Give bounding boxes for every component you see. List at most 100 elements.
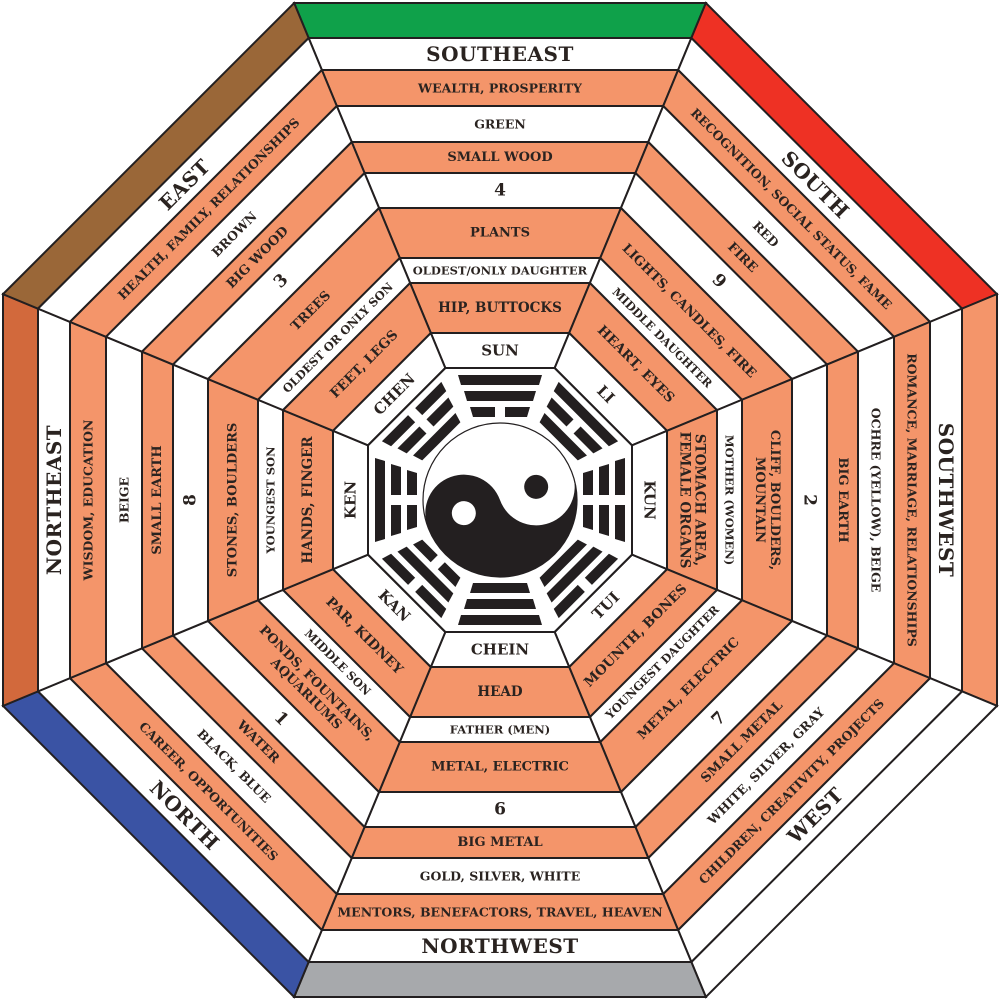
- trigram-line-broken-right: [407, 470, 417, 495]
- aspiration-label: ROMANCE, MARRIAGE, RELATIONSHIPS: [905, 353, 920, 646]
- element-label: SMALL WOOD: [447, 150, 552, 165]
- yang-dot: [451, 501, 476, 526]
- sector-east: [1, 1, 447, 447]
- trigram-line-solid: [458, 615, 542, 625]
- aspiration-label: MENTORS, BENEFACTORS, TRAVEL, HEAVEN: [337, 905, 662, 920]
- labels-northeast: NORTHEAST WISDOM, EDUCATION BEIGE SMALL EAR…: [42, 420, 360, 582]
- trigram-line-solid: [458, 375, 542, 385]
- body-label: HANDS, FINGER: [300, 436, 316, 564]
- number-label: 2: [800, 494, 820, 506]
- trigram-line-broken-right: [599, 505, 609, 536]
- number-label: 4: [494, 181, 506, 201]
- trigram-ken-icon: [375, 458, 417, 542]
- object-label: METAL, ELECTRIC: [431, 760, 569, 775]
- trigram-chein-icon: [458, 583, 542, 625]
- trigram-line-solid: [397, 546, 454, 603]
- trigram-line-broken-right: [573, 426, 603, 454]
- object-label: MOUNTAIN: [752, 457, 767, 543]
- trigram-line-solid: [539, 539, 587, 587]
- trigram-line-solid: [413, 413, 461, 461]
- trigram-line-broken-left: [381, 415, 416, 447]
- trigram-line-broken-left: [615, 458, 625, 495]
- trigram-line-broken-right: [391, 464, 401, 495]
- sector-southwest: [631, 292, 998, 708]
- color-label: GOLD, SILVER, WHITE: [420, 869, 580, 884]
- body-label: STOMACH AREA,: [692, 434, 708, 566]
- color-label: OCHRE (YELLOW), BEIGE: [869, 408, 884, 593]
- object-label: STONES, BOULDERS: [226, 423, 241, 578]
- trigram-label: KUN: [641, 480, 659, 520]
- yin-half: [425, 473, 577, 577]
- sector-south: [553, 1, 999, 447]
- trigram-line-broken-left: [583, 470, 593, 495]
- body-label: HIP, BUTTOCKS: [438, 300, 562, 316]
- trigram-line-broken-right: [415, 381, 447, 416]
- element-label: BIG METAL: [457, 835, 542, 850]
- labels-southwest: SOUTHWEST ROMANCE, MARRIAGE, RELATIONSHIP…: [641, 353, 959, 646]
- trigram-line-broken-left: [407, 505, 417, 530]
- direction-label: SOUTHWEST: [934, 423, 958, 578]
- trigram-line-broken-left: [397, 426, 427, 454]
- object-label: CLIFF, BOULDERS,: [767, 430, 782, 570]
- trigram-chen-icon: [381, 381, 461, 461]
- trigram-sun-icon: [458, 375, 542, 417]
- yin-yang-icon: [422, 422, 578, 578]
- trigram-line-solid: [539, 413, 587, 461]
- direction-color-band-northeast: [1, 292, 39, 708]
- color-label: BEIGE: [117, 477, 132, 523]
- direction-color-band-southwest: [961, 292, 998, 708]
- trigram-line-solid: [464, 391, 536, 401]
- sector-southeast: [292, 1, 708, 369]
- trigram-li-icon: [539, 381, 619, 461]
- aspiration-label: WISDOM, EDUCATION: [81, 420, 96, 582]
- trigram-line-broken-left: [437, 562, 461, 587]
- body-label: FEMALE ORGANS: [677, 432, 693, 569]
- family-label: OLDEST/ONLY DAUGHTER: [413, 264, 588, 278]
- body-label: HEAD: [477, 684, 523, 700]
- direction-label: SOUTHEAST: [426, 42, 574, 66]
- center-layer: [375, 375, 625, 625]
- object-label: PLANTS: [470, 226, 530, 241]
- trigram-label: CHEIN: [471, 641, 530, 659]
- sector-west: [553, 553, 999, 999]
- family-label: FATHER (MEN): [450, 723, 550, 737]
- trigrams-layer: [375, 375, 625, 625]
- trigram-line-broken-right: [426, 397, 454, 427]
- number-label: 6: [494, 800, 506, 820]
- sector-north: [1, 553, 447, 999]
- trigram-line-broken-right: [615, 505, 625, 542]
- direction-label: NORTHWEST: [421, 934, 578, 958]
- direction-color-band-northwest: [292, 961, 708, 998]
- trigram-label: KEN: [342, 481, 360, 519]
- labels-southeast: SOUTHEAST WEALTH, PROSPERITY GREEN SMALL WO…: [413, 42, 588, 360]
- number-label: 8: [181, 494, 201, 506]
- trigram-kun-icon: [583, 458, 625, 542]
- trigram-kan-icon: [381, 539, 461, 619]
- trigram-line-broken-left: [391, 505, 401, 536]
- trigram-line-solid: [464, 599, 536, 609]
- trigram-line-solid: [553, 381, 619, 447]
- aspiration-label: WEALTH, PROSPERITY: [417, 81, 583, 96]
- element-label: SMALL EARTH: [150, 445, 165, 554]
- trigram-line-solid: [375, 458, 385, 542]
- trigram-tui-icon: [539, 539, 619, 619]
- trigram-line-broken-left: [546, 397, 574, 427]
- trigram-line-broken-right: [553, 584, 585, 619]
- trigram-line-solid: [470, 583, 530, 593]
- direction-color-band-southeast: [292, 1, 708, 39]
- color-label: GREEN: [474, 117, 526, 132]
- yin-dot: [524, 474, 549, 499]
- trigram-line-broken-left: [584, 553, 619, 585]
- trigram-line-broken-left: [415, 584, 447, 619]
- trigram-line-broken-left: [470, 407, 495, 417]
- trigram-line-solid: [546, 546, 603, 603]
- labels-northwest: NORTHWEST MENTORS, BENEFACTORS, TRAVEL, H…: [337, 641, 662, 959]
- trigram-line-broken-left: [599, 464, 609, 495]
- inner-octagon: [367, 367, 633, 633]
- element-label: BIG EARTH: [835, 457, 850, 542]
- direction-label: NORTHEAST: [42, 425, 66, 575]
- trigram-line-broken-right: [505, 407, 530, 417]
- family-label: YOUNGEST SON: [264, 446, 278, 555]
